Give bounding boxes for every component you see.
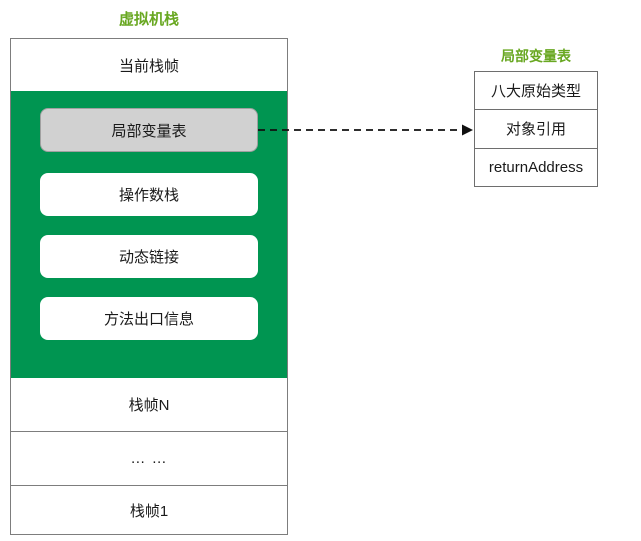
stack-frames-ellipsis: … … xyxy=(11,431,287,485)
frame-part-dynamic-linking: 动态链接 xyxy=(40,235,258,278)
stack-frame-1: 栈帧1 xyxy=(11,485,287,534)
vm-stack-title: 虚拟机栈 xyxy=(118,11,179,28)
local-var-row-primitive-types: 八大原始类型 xyxy=(475,72,597,111)
local-var-table-title: 局部变量表 xyxy=(501,48,571,64)
stack-frame-n: 栈帧N xyxy=(128,397,170,414)
current-frame-detail-panel: 局部变量表 操作数栈 动态链接 方法出口信息 xyxy=(11,91,287,378)
local-var-row-object-reference: 对象引用 xyxy=(475,110,597,149)
vm-stack-box: 当前栈帧 局部变量表 操作数栈 动态链接 方法出口信息 栈帧N … … 栈帧1 xyxy=(10,38,288,535)
local-var-table: 八大原始类型 对象引用 returnAddress xyxy=(474,71,598,187)
local-var-row-return-address: returnAddress xyxy=(488,158,584,176)
frame-part-local-variable-table: 局部变量表 xyxy=(40,108,258,152)
frame-part-operand-stack: 操作数栈 xyxy=(40,173,258,216)
current-stack-frame: 当前栈帧 xyxy=(118,57,179,75)
frame-part-method-exit-info: 方法出口信息 xyxy=(40,297,258,340)
reference-dashed-arrow xyxy=(258,124,473,136)
